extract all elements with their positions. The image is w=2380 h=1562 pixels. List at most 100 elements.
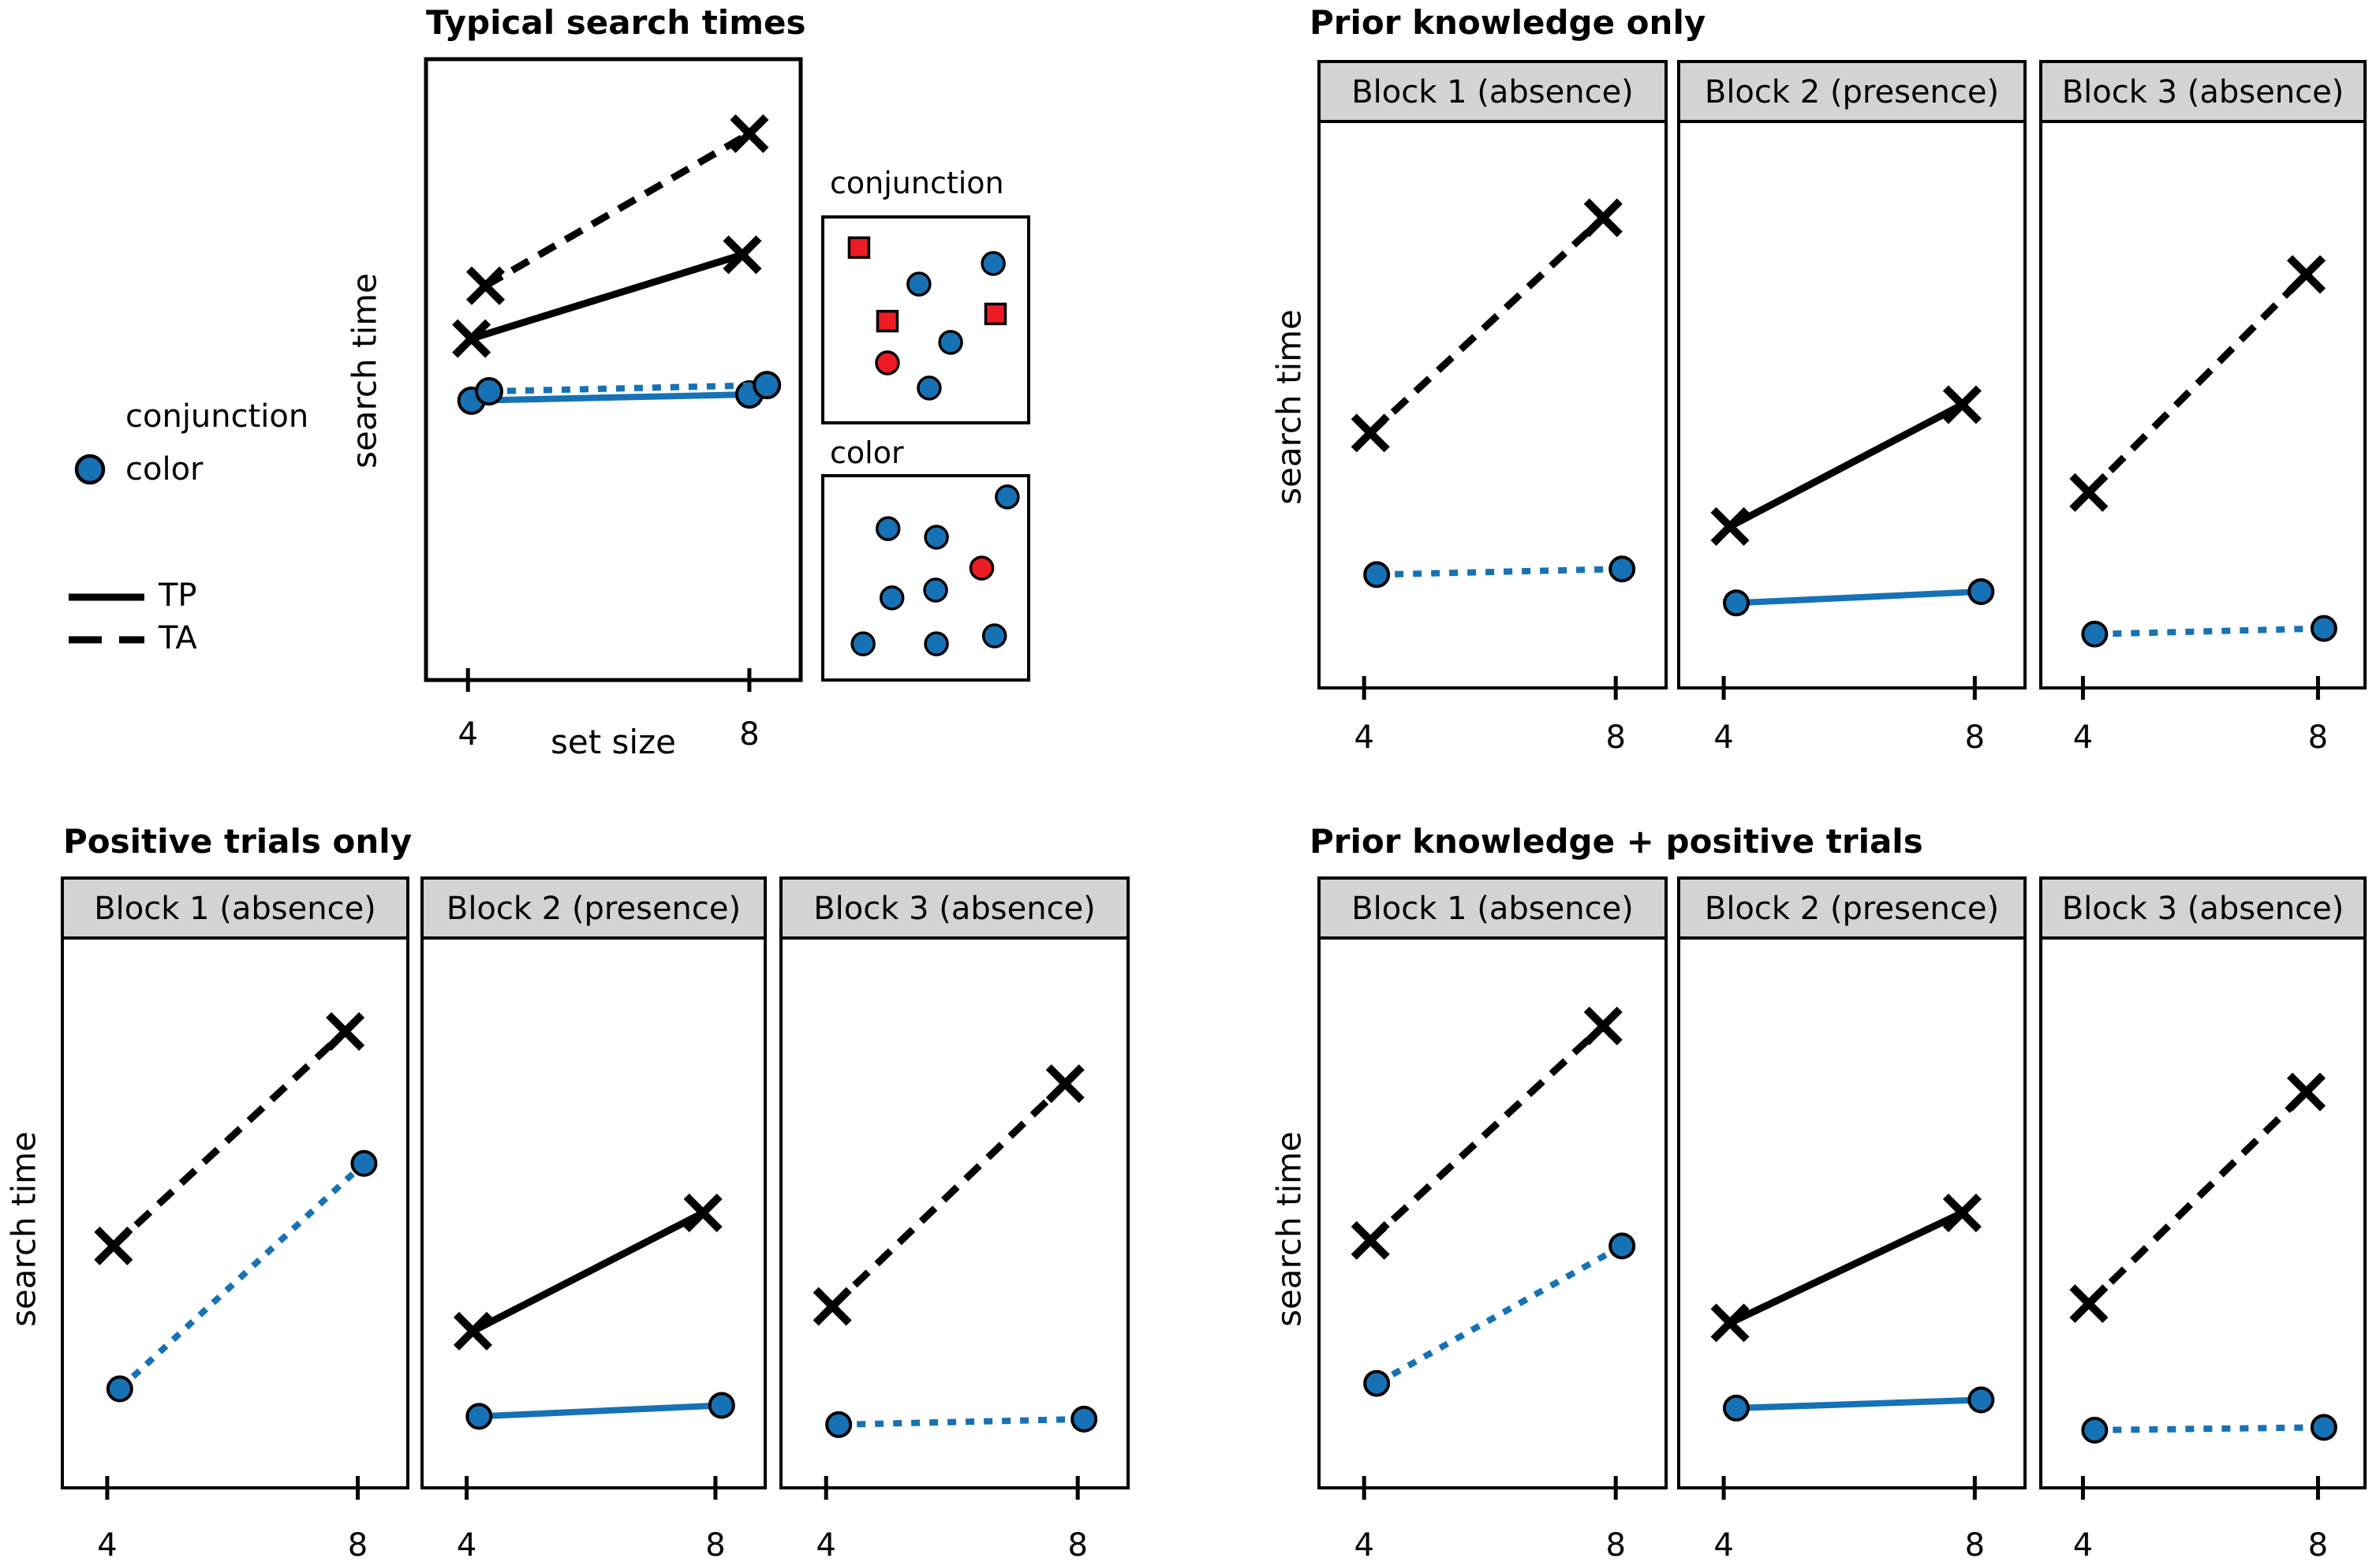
stimulus-circle-blue [906,271,932,297]
plot-box [61,936,409,1489]
plot-box [1317,936,1668,1489]
x-marker [723,235,762,275]
circle-marker [1608,555,1636,583]
legend-label-tp: TP [159,577,197,614]
series-line-color-ta [839,1415,1085,1428]
x-tick-label: 8 [2308,1527,2328,1562]
series-line-conjunction-tp [1728,402,1964,530]
y-axis-label-positive-trials-only: search time [4,1131,43,1327]
inset-label-color: color [830,435,904,470]
stimulus-circle-red [875,350,900,376]
y-axis-label-prior-knowledge-only: search time [1269,309,1309,505]
stimulus-square-red [984,302,1007,326]
series-line-color-ta [488,382,768,395]
x-marker [453,1311,492,1351]
panel-header-label: Block 2 (presence) [1705,74,1999,110]
series-line-conjunction-ta [110,1029,348,1249]
x-tick-label: 4 [97,1527,117,1562]
panel-prior_knowledge_only-block-2-presence: Block 2 (presence) 4 8 [1677,60,2027,756]
stimulus-circle-blue [995,484,1020,510]
circle-marker [2081,620,2109,648]
panel-header-label: Block 3 (absence) [813,891,1096,927]
circle-marker [1722,589,1750,617]
x-tick-label: 4 [2073,719,2093,756]
x-tick-label: 8 [739,716,759,753]
panel-header [2039,60,2367,123]
series-line-conjunction-ta [1368,215,1606,436]
panel-header [61,876,409,940]
panel-prior_knowledge_plus_positive_trials-block-2-presence: Block 2 (presence) 4 8 [1677,876,2027,1562]
x-tick-label: 4 [1354,1527,1373,1562]
plot-box [420,936,767,1489]
circle-marker [2310,1414,2337,1441]
plot-box [1317,120,1668,689]
plot-box [424,57,803,682]
x-marker [2286,1072,2326,1112]
circle-marker [1363,561,1391,589]
series-line-color-ta [1377,566,1623,578]
circle-marker [825,1411,853,1438]
circle-marker [1070,1405,1098,1433]
y-axis-label-main: search time [345,273,384,469]
stimulus-square-red [847,236,871,260]
x-marker [1942,385,1982,424]
series-line-color-ta [2094,1424,2324,1433]
panel-header [1677,876,2027,940]
x-tick-label: 8 [1605,1527,1625,1562]
plot-box [2039,120,2367,689]
series-line-conjunction-ta [830,1081,1068,1310]
x-tick-label: 4 [1713,1527,1733,1562]
stimulus-circle-blue [924,525,949,550]
legend-graphics [69,454,144,644]
panel-header-label: Block 1 (absence) [94,891,376,927]
series-line-conjunction-tp [470,251,744,342]
panel-header-label: Block 3 (absence) [2062,74,2345,110]
circle-marker [1608,1232,1636,1260]
x-tick-label: 4 [816,1527,835,1562]
circle-marker [474,377,503,406]
series-line-conjunction-ta [484,130,752,290]
panel-header [1317,60,1668,123]
plot-box [2039,936,2367,1489]
series-line-conjunction-tp [1728,1209,1964,1326]
x-marker [465,266,506,305]
stimulus-circle-blue [875,516,901,541]
stimulus-circle-blue [981,623,1007,648]
x-tick-label: 4 [1713,719,1733,756]
legend-color-marker [74,454,106,485]
circle-marker [1967,577,1995,605]
x-axis-label-set-size: set size [551,723,676,761]
series-line-conjunction-ta [2086,1089,2309,1306]
panel-header-label: Block 2 (presence) [1705,891,1999,927]
x-marker [1710,506,1750,546]
x-tick-label: 4 [458,716,477,753]
x-marker [2069,1284,2109,1324]
circle-marker [1967,1386,1995,1414]
x-marker [326,1011,365,1052]
circle-marker [2081,1416,2109,1444]
stimulus-circle-blue [938,330,963,355]
circle-marker [1722,1394,1750,1422]
series-line-conjunction-tp [471,1209,705,1335]
x-tick-label: 8 [1965,1527,1985,1562]
x-tick-label: 8 [1605,719,1625,756]
series-line-color-tp [471,390,750,404]
stimulus-circle-blue [924,631,949,656]
circle-marker [465,1403,493,1430]
legend-label-color: color [125,451,204,488]
stimulus-circle-blue [923,577,948,603]
x-marker [1351,413,1390,453]
x-tick-label: 8 [1965,719,1985,756]
